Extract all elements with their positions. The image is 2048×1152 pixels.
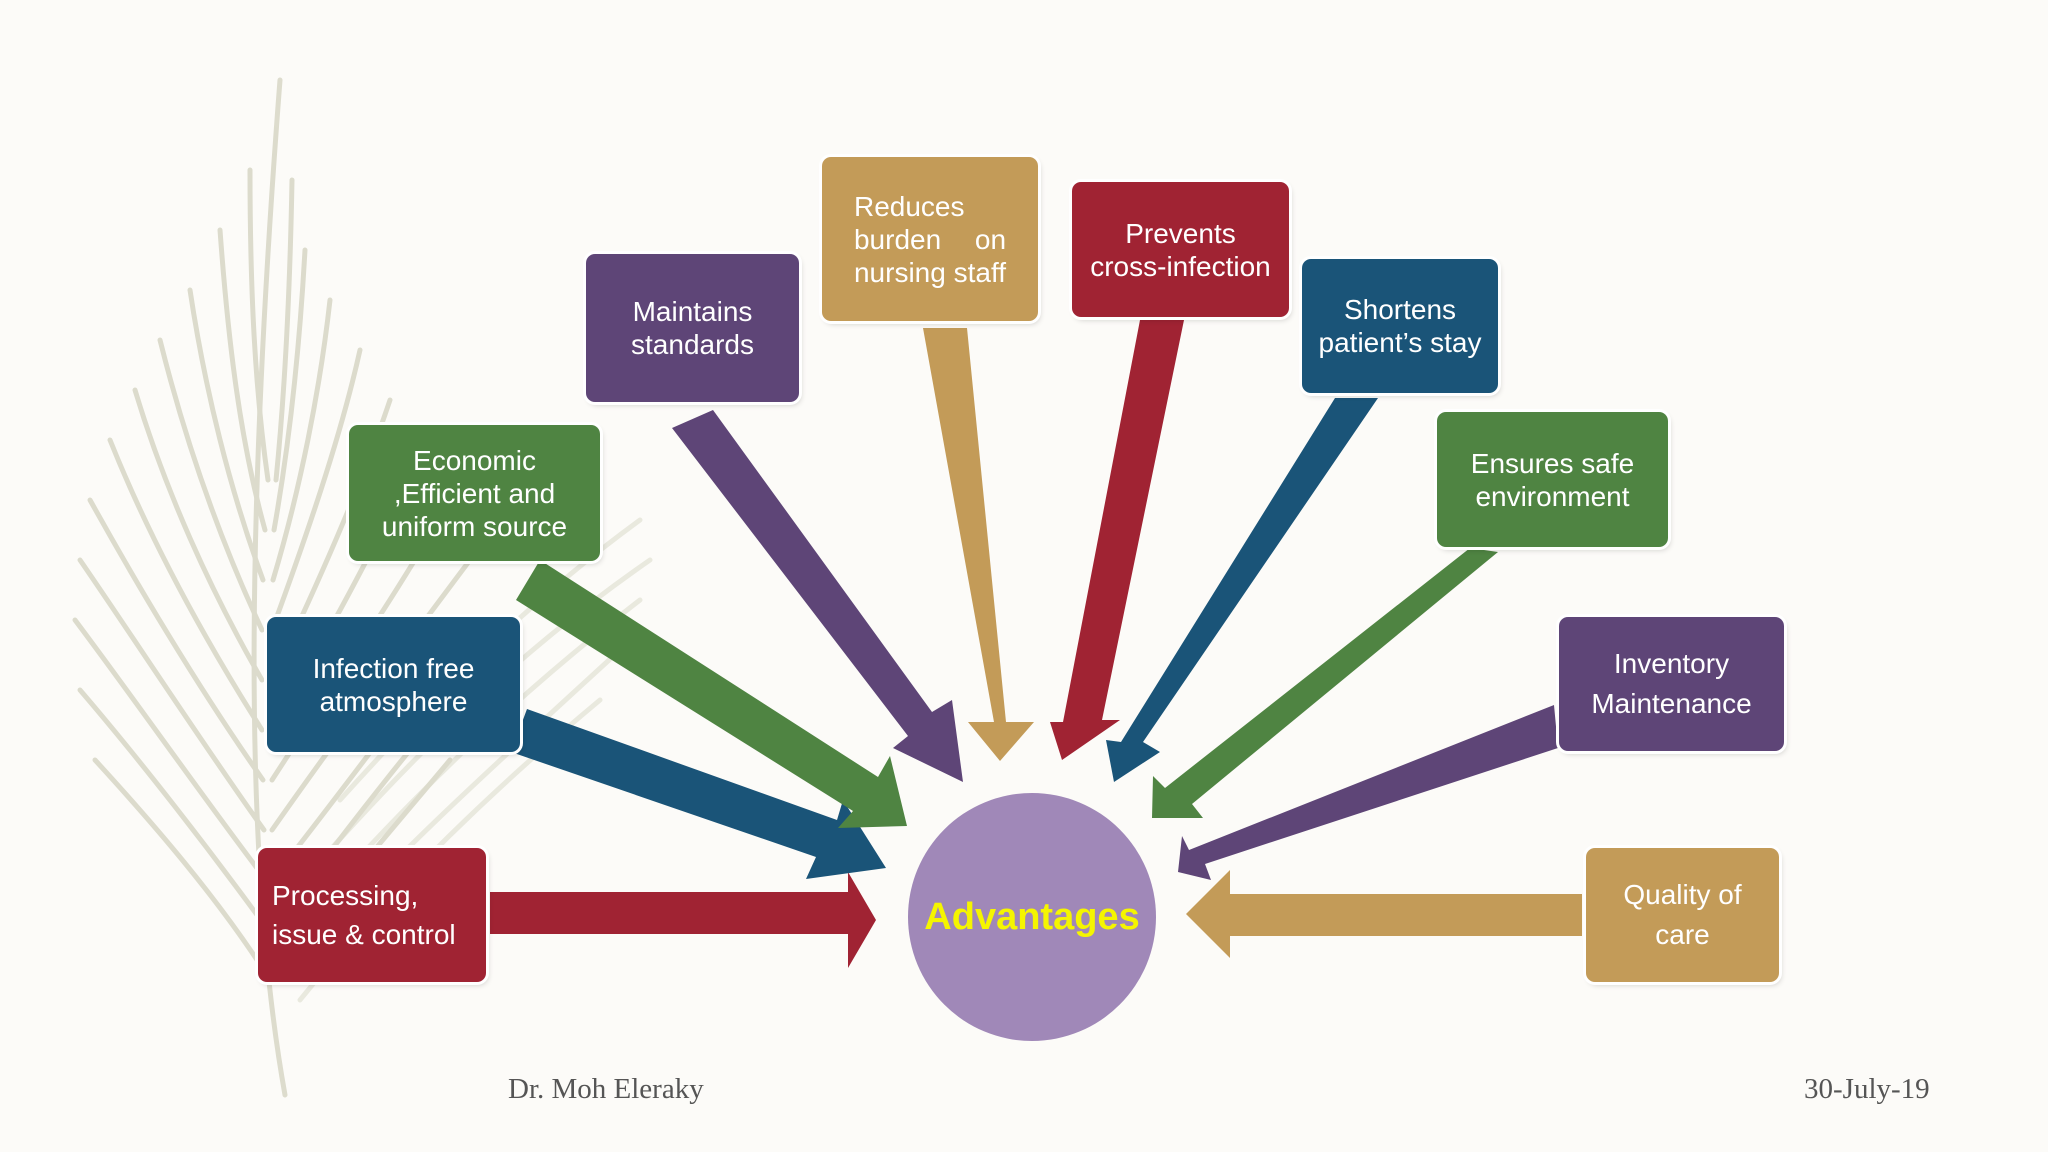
arrow-quality [1186,870,1582,958]
node-prevents: Prevents cross-infection [1072,182,1289,317]
node-economic-label: Economic ,Efficient and uniform source [381,444,568,542]
node-infection-free-label: Infection free atmosphere [312,652,475,717]
node-shortens: Shortens patient’s stay [1302,259,1498,393]
node-maintains-label: Maintains standards [631,296,754,360]
footer-date: 30-July-19 [1804,1073,1930,1105]
node-quality: Quality of care [1586,848,1779,982]
arrow-economic [516,560,907,828]
arrow-infection-free [511,709,886,879]
arrow-maintains [672,410,963,782]
node-economic: Economic ,Efficient and uniform source [349,425,600,561]
node-inventory-label: Inventory Maintenance [1591,648,1752,719]
node-reduces-burden: Reduces burden on nursing staff [822,157,1038,321]
arrow-shortens [1106,398,1378,782]
arrow-reduces [923,328,1034,761]
node-infection-free: Infection free atmosphere [267,617,520,752]
node-reduces-burden-label: Reduces burden on nursing staff [853,190,1007,288]
node-inventory: Inventory Maintenance [1559,617,1784,751]
arrow-inventory [1178,705,1558,880]
node-ensures-safe: Ensures safe environment [1437,412,1668,547]
center-circle: Advantages [908,793,1156,1041]
footer-author: Dr. Moh Eleraky [508,1073,704,1105]
node-processing: Processing, issue & control [258,848,486,982]
node-quality-label: Quality of care [1623,879,1742,950]
node-prevents-label: Prevents cross-infection [1090,217,1271,282]
node-maintains: Maintains standards [586,254,799,402]
arrow-ensures [1152,548,1498,818]
arrow-prevents [1050,320,1184,760]
arrow-processing [490,872,876,968]
center-label: Advantages [924,895,1140,938]
node-processing-label: Processing, issue & control [272,880,456,950]
node-shortens-label: Shortens patient’s stay [1318,294,1482,358]
node-ensures-safe-label: Ensures safe environment [1470,447,1635,512]
